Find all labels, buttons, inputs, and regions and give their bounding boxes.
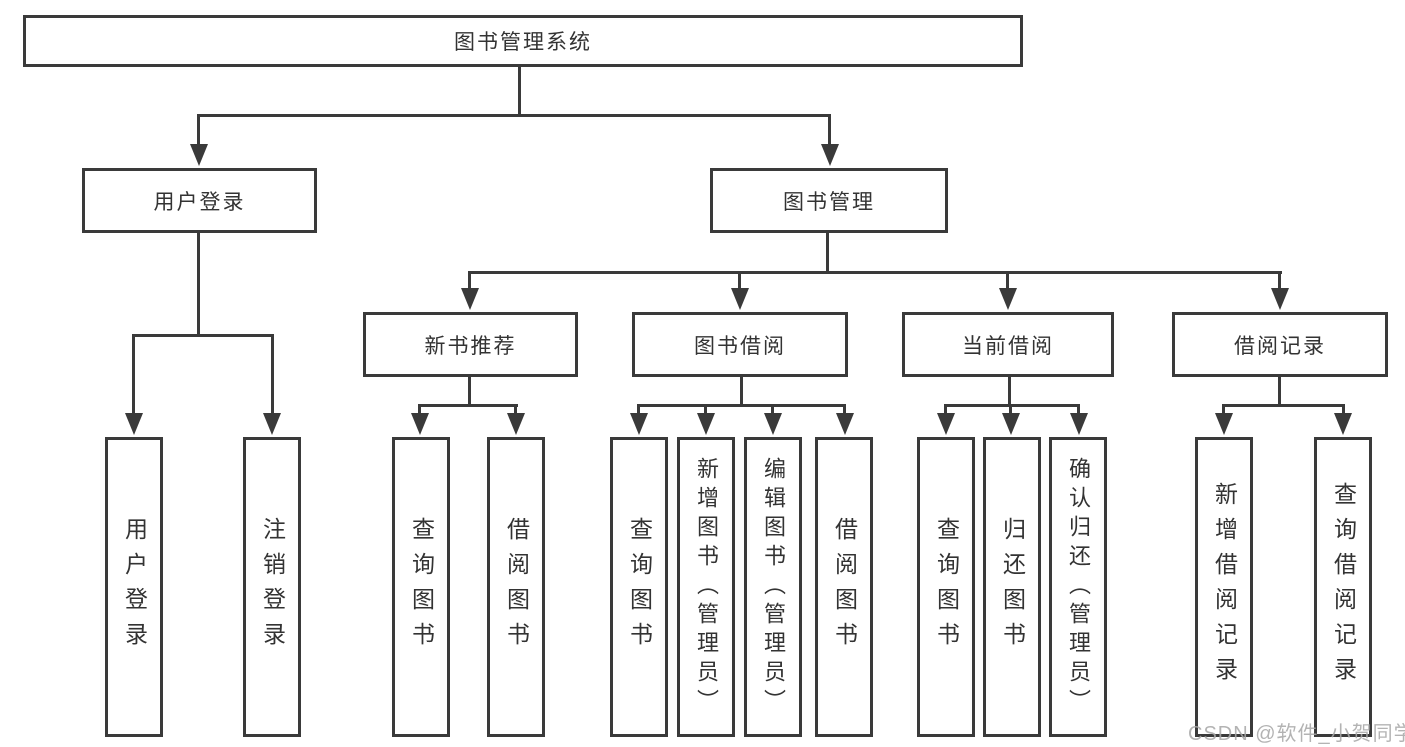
node-user-login: 用户登录 bbox=[82, 168, 317, 233]
connector-line bbox=[518, 67, 521, 116]
connector-line bbox=[738, 271, 741, 292]
connector-line bbox=[1342, 404, 1345, 416]
leaf-query-books-borrowing: 查询图书 bbox=[610, 437, 668, 737]
connector-line bbox=[197, 114, 200, 148]
connector-line bbox=[197, 233, 200, 337]
arrowhead-icon bbox=[999, 288, 1017, 310]
arrowhead-icon bbox=[630, 413, 648, 435]
leaf-return-books: 归还图书 bbox=[983, 437, 1041, 737]
connector-line bbox=[197, 114, 831, 117]
leaf-query-books-current: 查询图书 bbox=[917, 437, 975, 737]
connector-line bbox=[132, 334, 274, 337]
leaf-query-borrow-record: 查询借阅记录 bbox=[1314, 437, 1372, 737]
connector-line bbox=[1009, 404, 1012, 416]
arrowhead-icon bbox=[1334, 413, 1352, 435]
node-new-book-recommendation: 新书推荐 bbox=[363, 312, 578, 377]
node-borrowing-records: 借阅记录 bbox=[1172, 312, 1388, 377]
connector-line bbox=[468, 271, 471, 292]
connector-line bbox=[637, 404, 640, 416]
node-book-borrowing: 图书借阅 bbox=[632, 312, 848, 377]
connector-line bbox=[1222, 404, 1225, 416]
connector-line bbox=[944, 404, 947, 416]
connector-line bbox=[418, 404, 421, 416]
connector-line bbox=[514, 404, 517, 416]
connector-line bbox=[271, 334, 274, 416]
connector-line bbox=[1278, 377, 1281, 407]
connector-line bbox=[132, 334, 135, 416]
leaf-borrow-books-recommend: 借阅图书 bbox=[487, 437, 545, 737]
arrowhead-icon bbox=[821, 144, 839, 166]
node-current-borrowing: 当前借阅 bbox=[902, 312, 1114, 377]
arrowhead-icon bbox=[731, 288, 749, 310]
arrowhead-icon bbox=[461, 288, 479, 310]
leaf-edit-books-admin: 编辑图书（管理员） bbox=[744, 437, 802, 737]
connector-line bbox=[637, 404, 846, 407]
arrowhead-icon bbox=[263, 413, 281, 435]
leaf-add-borrow-record: 新增借阅记录 bbox=[1195, 437, 1253, 737]
connector-line bbox=[1222, 404, 1345, 407]
arrowhead-icon bbox=[1271, 288, 1289, 310]
arrowhead-icon bbox=[836, 413, 854, 435]
leaf-query-books-recommend: 查询图书 bbox=[392, 437, 450, 737]
connector-line bbox=[468, 377, 471, 407]
leaf-add-books-admin: 新增图书（管理员） bbox=[677, 437, 735, 737]
arrowhead-icon bbox=[125, 413, 143, 435]
arrowhead-icon bbox=[190, 144, 208, 166]
arrowhead-icon bbox=[411, 413, 429, 435]
connector-line bbox=[740, 377, 743, 407]
connector-line bbox=[826, 233, 829, 274]
node-book-management: 图书管理 bbox=[710, 168, 948, 233]
leaf-confirm-return-admin: 确认归还（管理员） bbox=[1049, 437, 1107, 737]
arrowhead-icon bbox=[1070, 413, 1088, 435]
connector-line bbox=[843, 404, 846, 416]
connector-line bbox=[1077, 404, 1080, 416]
leaf-logout: 注销登录 bbox=[243, 437, 301, 737]
leaf-borrow-books-borrowing: 借阅图书 bbox=[815, 437, 873, 737]
connector-line bbox=[468, 271, 1282, 274]
arrowhead-icon bbox=[1215, 413, 1233, 435]
arrowhead-icon bbox=[507, 413, 525, 435]
connector-line bbox=[828, 114, 831, 148]
csdn-watermark: CSDN @软件_小贺同学 bbox=[1188, 723, 1405, 745]
connector-line bbox=[418, 404, 518, 407]
connector-line bbox=[1278, 271, 1281, 292]
arrowhead-icon bbox=[1002, 413, 1020, 435]
connector-line bbox=[771, 404, 774, 416]
arrowhead-icon bbox=[937, 413, 955, 435]
connector-line bbox=[1006, 271, 1009, 292]
arrowhead-icon bbox=[764, 413, 782, 435]
arrowhead-icon bbox=[697, 413, 715, 435]
node-library-system: 图书管理系统 bbox=[23, 15, 1023, 67]
leaf-user-login: 用户登录 bbox=[105, 437, 163, 737]
connector-line bbox=[704, 404, 707, 416]
connector-line bbox=[944, 404, 1080, 407]
connector-line bbox=[1008, 377, 1011, 407]
